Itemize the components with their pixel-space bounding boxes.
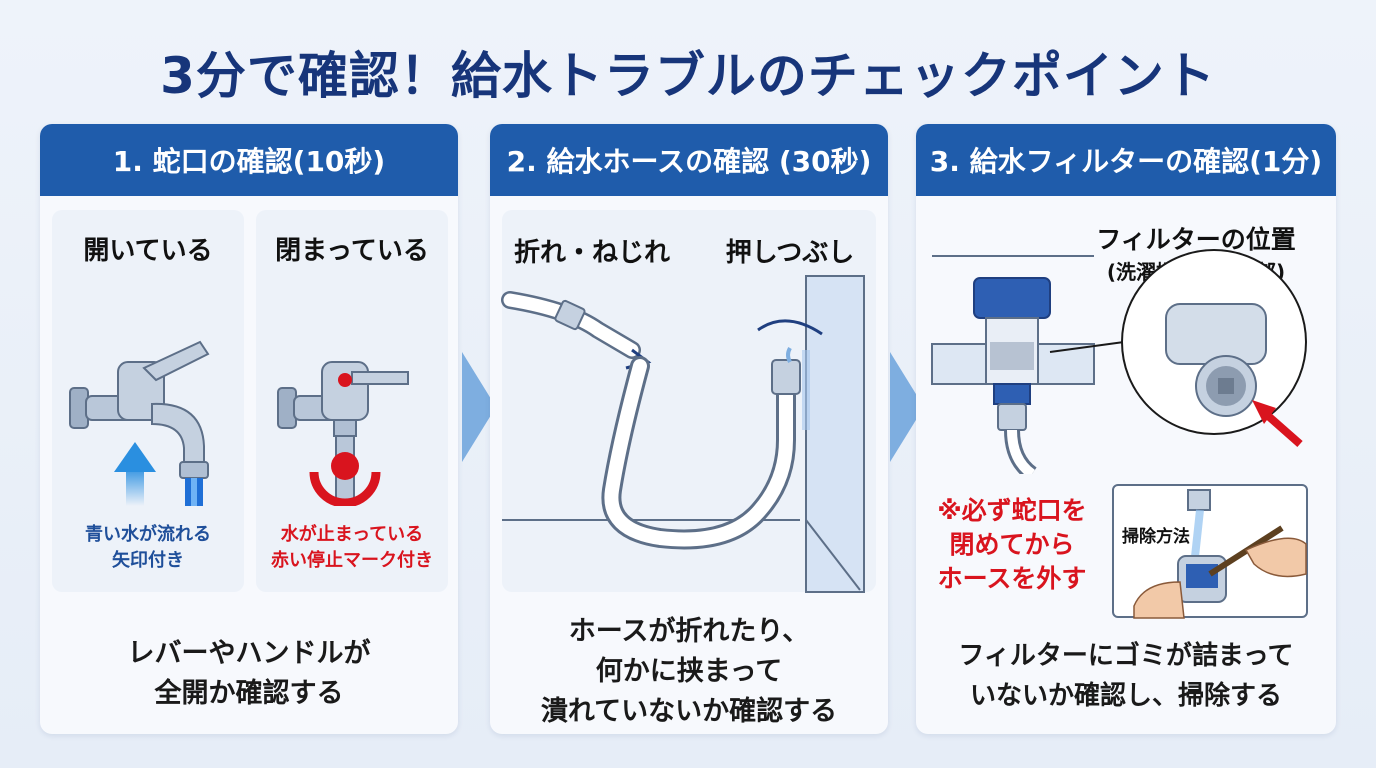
chevron-right-icon <box>462 352 496 462</box>
panel-faucet-check: 1. 蛇口の確認(10秒) 開いている <box>40 124 458 734</box>
label-kink: 折れ・ねじれ <box>513 238 670 268</box>
page-title: 3分で確認！給水トラブルのチェックポイント <box>160 47 1216 105</box>
caption-closed: 水が止まっている 赤い停止マーク付き <box>271 524 433 571</box>
faucet-open-icon <box>69 340 210 506</box>
filter-illustration <box>931 249 1307 474</box>
card-faucet-open: 開いている 青い水が流れる 矢印付き <box>52 210 244 592</box>
panel-header-faucet: 1. 蛇口の確認(10秒) <box>40 124 458 196</box>
label-crush: 押しつぶし <box>725 238 855 268</box>
panel-filter-check: 3. 給水フィルターの確認(1分) フィルターの位置 (洗濯機本体接続部) ※必… <box>916 124 1336 734</box>
cleaning-brush-icon <box>1133 489 1307 619</box>
panel-header-filter: 3. 給水フィルターの確認(1分) <box>916 124 1336 196</box>
faucet-closed-icon <box>277 361 409 506</box>
bottom-text-hose: ホースが折れたり、 何かに挟まって 潰れていないか確認する <box>540 616 838 727</box>
label-open: 開いている <box>83 236 213 266</box>
hose-illustration <box>501 275 865 593</box>
card-faucet-closed: 閉まっている 水が止まっている 赤い停止マーク付き <box>256 210 448 592</box>
label-cleaning: 掃除方法 <box>1122 527 1190 547</box>
bottom-text-faucet: レバーやハンドルが 全開か確認する <box>127 638 371 709</box>
chevron-right-icon <box>890 352 924 462</box>
label-closed: 閉まっている <box>275 236 429 266</box>
label-filter-location: フィルターの位置 <box>1096 225 1296 254</box>
panel-hose-check: 2. 給水ホースの確認 (30秒) 折れ・ねじれ 押しつぶし ホースが折れたり、… <box>490 124 888 734</box>
caption-open: 青い水が流れる 矢印付き <box>85 524 211 571</box>
warning-text: ※必ず蛇口を 閉めてから ホースを外す <box>937 496 1087 593</box>
bottom-text-filter: フィルターにゴミが詰まって いないか確認し、掃除する <box>958 641 1294 711</box>
panel-header-hose: 2. 給水ホースの確認 (30秒) <box>490 124 888 196</box>
card-cleaning: 掃除方法 <box>1112 484 1308 619</box>
